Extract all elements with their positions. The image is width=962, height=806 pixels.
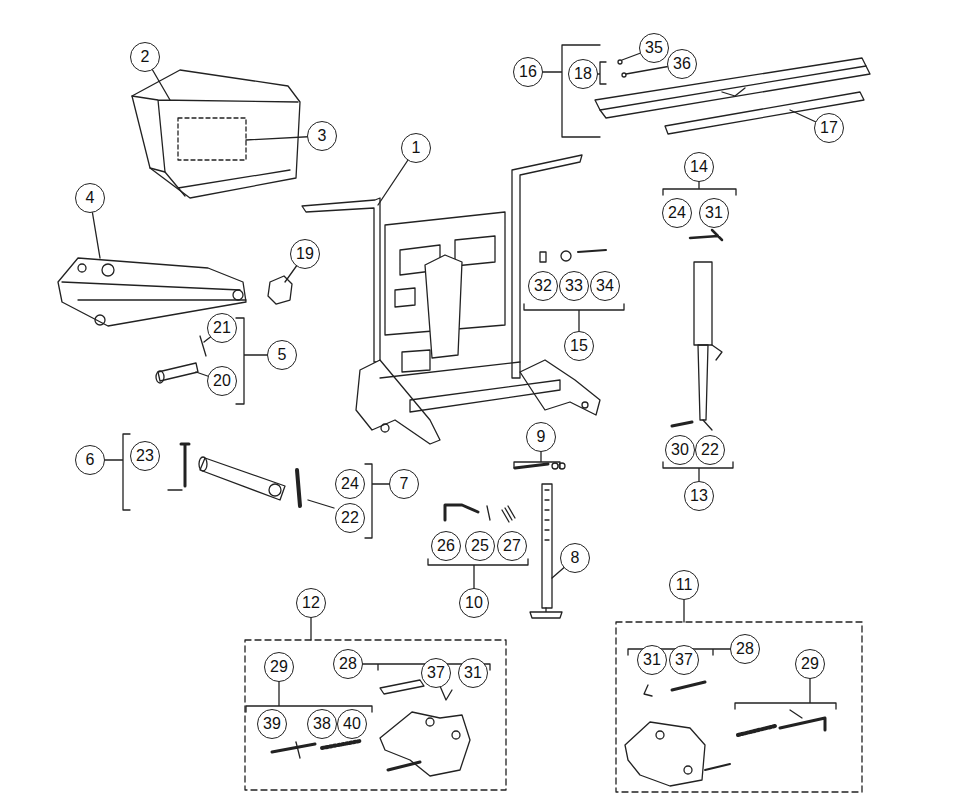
- callout-number: 31: [643, 652, 661, 668]
- callout-circle: 22: [695, 435, 725, 465]
- callout-number: 26: [437, 538, 455, 554]
- callout-circle: 4: [75, 183, 105, 213]
- callout-circle: 24: [335, 469, 365, 499]
- callout-circle: 23: [130, 441, 160, 471]
- callout-circle: 2: [130, 42, 160, 72]
- callout-number: 21: [213, 320, 231, 336]
- callout-number: 4: [86, 190, 95, 206]
- callout-number: 8: [571, 550, 580, 566]
- callout-number: 38: [313, 716, 331, 732]
- callout-number: 19: [296, 246, 314, 262]
- callout-circle: 37: [421, 658, 451, 688]
- callout-circle: 20: [207, 366, 237, 396]
- callout-number: 20: [213, 373, 231, 389]
- callout-circle: 10: [459, 588, 489, 618]
- callout-circle: 37: [669, 645, 699, 675]
- callout-circle: 12: [296, 588, 326, 618]
- callout-circle: 29: [264, 652, 294, 682]
- callout-circle: 31: [637, 645, 667, 675]
- callout-circle: 24: [662, 198, 692, 228]
- callout-circle: 22: [335, 503, 365, 533]
- callout-number: 1: [412, 140, 421, 156]
- callout-number: 24: [341, 476, 359, 492]
- callout-circle: 25: [465, 531, 495, 561]
- callout-circle: 7: [389, 469, 419, 499]
- callout-circle: 27: [497, 531, 527, 561]
- callout-number: 32: [534, 278, 552, 294]
- callout-number: 28: [736, 641, 754, 657]
- callout-circle: 17: [814, 113, 844, 143]
- callout-number: 10: [465, 595, 483, 611]
- callout-number: 5: [278, 347, 287, 363]
- callout-circle: 11: [669, 570, 699, 600]
- callout-number: 30: [671, 442, 689, 458]
- callout-number: 14: [690, 159, 708, 175]
- callout-number: 7: [400, 476, 409, 492]
- callout-number: 23: [136, 448, 154, 464]
- callout-circle: 35: [639, 33, 669, 63]
- callout-circle: 36: [667, 49, 697, 79]
- callout-number: 15: [570, 338, 588, 354]
- callout-number: 39: [263, 716, 281, 732]
- callout-number: 40: [343, 716, 361, 732]
- callout-circle: 32: [528, 271, 558, 301]
- callout-circle: 13: [684, 481, 714, 511]
- callout-number: 29: [270, 659, 288, 675]
- callout-number: 18: [574, 66, 592, 82]
- callout-number: 13: [690, 488, 708, 504]
- callout-number: 37: [427, 665, 445, 681]
- callout-circle: 33: [559, 271, 589, 301]
- callout-circle: 40: [337, 709, 367, 739]
- callout-circle: 31: [699, 198, 729, 228]
- callout-circle: 30: [665, 435, 695, 465]
- callout-number: 27: [503, 538, 521, 554]
- callout-circle: 1: [401, 133, 431, 163]
- callout-circle: 34: [590, 271, 620, 301]
- callout-circle: 19: [290, 239, 320, 269]
- callout-circle: 8: [560, 543, 590, 573]
- callout-circle: 3: [307, 121, 337, 151]
- callout-circle: 31: [458, 658, 488, 688]
- callout-circle: 16: [513, 57, 543, 87]
- callout-circle: 21: [207, 313, 237, 343]
- callout-circle: 28: [730, 634, 760, 664]
- callout-number: 36: [673, 56, 691, 72]
- callout-circle: 6: [75, 445, 105, 475]
- callout-circle: 29: [795, 649, 825, 679]
- callout-circle: 14: [684, 152, 714, 182]
- callout-number: 29: [801, 656, 819, 672]
- callout-circle: 5: [267, 340, 297, 370]
- callout-number: 3: [318, 128, 327, 144]
- callout-circle: 26: [431, 531, 461, 561]
- callout-number: 11: [676, 577, 693, 593]
- callout-number: 16: [519, 64, 537, 80]
- callout-number: 35: [645, 40, 663, 56]
- callout-number: 22: [701, 442, 719, 458]
- callout-number: 37: [675, 652, 693, 668]
- callout-number: 6: [86, 452, 95, 468]
- callout-circle: 9: [526, 422, 556, 452]
- callout-number: 28: [339, 656, 357, 672]
- callout-number: 25: [471, 538, 489, 554]
- callout-number: 24: [668, 205, 686, 221]
- callout-number: 2: [141, 49, 150, 65]
- callout-number: 31: [705, 205, 723, 221]
- callout-number: 34: [596, 278, 614, 294]
- callout-number: 33: [565, 278, 583, 294]
- callout-circle: 15: [564, 331, 594, 361]
- callout-number: 12: [302, 595, 320, 611]
- callout-circle: 38: [307, 709, 337, 739]
- callout-number: 9: [537, 429, 546, 445]
- callout-number: 22: [341, 510, 359, 526]
- callout-circle: 28: [333, 649, 363, 679]
- callout-circle: 39: [257, 709, 287, 739]
- callout-number: 31: [464, 665, 482, 681]
- callout-circle: 18: [568, 59, 598, 89]
- callout-number: 17: [820, 120, 838, 136]
